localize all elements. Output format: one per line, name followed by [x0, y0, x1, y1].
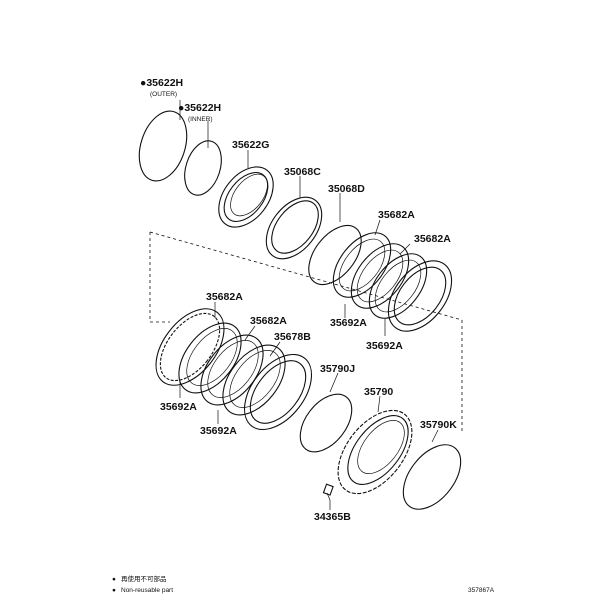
ring-35068c[interactable] [255, 187, 333, 269]
label-35692a-upper-1[interactable]: 35692A [330, 317, 367, 329]
snap-ring-35790j[interactable] [290, 385, 362, 462]
legend-line-2: Non-reusable part [121, 587, 173, 594]
label-35068c[interactable]: 35068C [284, 166, 321, 178]
seal-ring-35790k[interactable] [392, 434, 472, 519]
legend-bullet: ● [112, 576, 116, 583]
legend: ● 再使用不可部品 ● Non-reusable part [112, 574, 173, 594]
label-35068d[interactable]: 35068D [328, 183, 365, 195]
hub-35790[interactable] [323, 397, 426, 507]
diagram-id: 357867A [468, 587, 495, 594]
part-labels: ●35622H (OUTER) ●35622H (INNER) 35622G 3… [140, 77, 457, 523]
label-35790j[interactable]: 35790J [320, 363, 355, 375]
label-35682a-upper-2[interactable]: 35682A [414, 233, 451, 245]
snap-ring-35068d[interactable] [298, 216, 371, 294]
label-34365b[interactable]: 34365B [314, 511, 351, 523]
label-35790[interactable]: 35790 [364, 386, 393, 398]
leader-lines [179, 100, 439, 510]
bolt-34365b[interactable] [322, 483, 334, 501]
label-35682a-lower-2[interactable]: 35682A [250, 315, 287, 327]
o-ring-inner[interactable] [178, 136, 228, 200]
label-35622h-inner[interactable]: ●35622H [178, 102, 221, 114]
label-35622g[interactable]: 35622G [232, 139, 269, 151]
clutch-pack-upper[interactable] [322, 222, 464, 343]
legend-line-1: 再使用不可部品 [121, 574, 167, 583]
label-35692a-lower-1[interactable]: 35692A [160, 401, 197, 413]
label-35692a-upper-2[interactable]: 35692A [366, 340, 403, 352]
label-35790k[interactable]: 35790K [420, 419, 457, 431]
clutch-pack-lower[interactable] [142, 296, 325, 442]
assembly-outline [149, 231, 463, 432]
label-35682a-upper-1[interactable]: 35682A [378, 209, 415, 221]
o-ring-outer[interactable] [131, 105, 195, 187]
label-35678b[interactable]: 35678B [274, 331, 311, 343]
label-35622h-outer[interactable]: ●35622H [140, 77, 183, 89]
piston-35622g[interactable] [208, 157, 285, 238]
note-outer: (OUTER) [150, 91, 177, 98]
label-35682a-lower-1[interactable]: 35682A [206, 291, 243, 303]
label-35692a-lower-2[interactable]: 35692A [200, 425, 237, 437]
legend-bullet-2: ● [112, 587, 116, 594]
note-inner: (INNER) [188, 116, 213, 123]
